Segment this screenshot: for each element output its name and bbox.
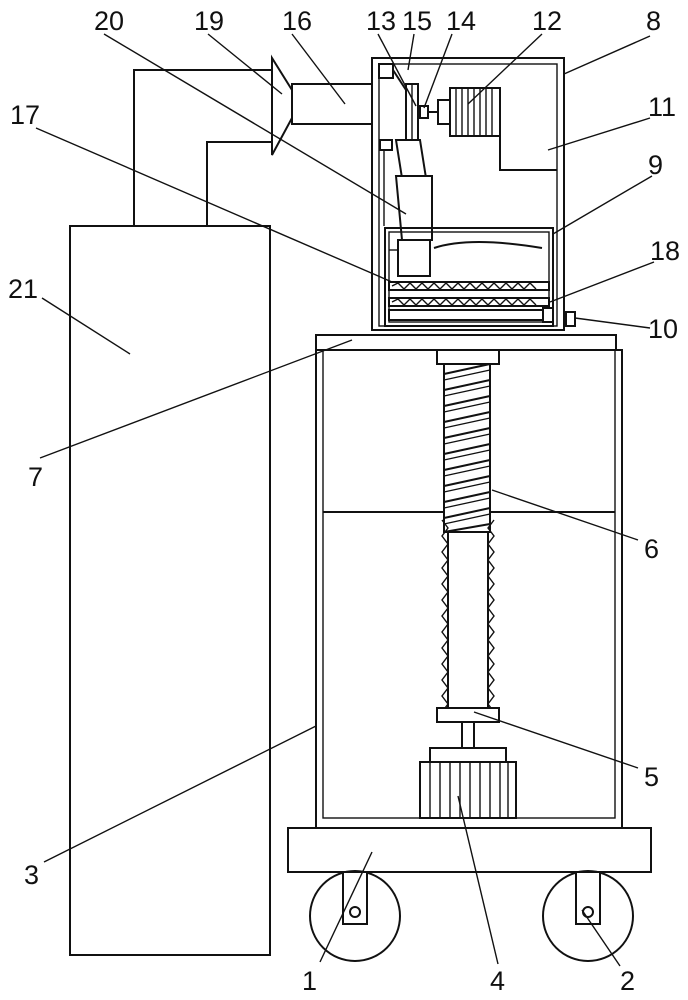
label-14: 14 xyxy=(446,6,476,36)
label-18: 18 xyxy=(650,236,680,266)
leader-lines xyxy=(35,33,655,967)
motor-4 xyxy=(419,747,517,819)
crank-disc-13 xyxy=(405,83,419,141)
coupling-5 xyxy=(436,707,500,723)
motor-12 xyxy=(437,87,501,137)
tank-21 xyxy=(69,225,271,956)
tray-base xyxy=(388,309,550,321)
label-9: 9 xyxy=(648,150,663,180)
label-21: 21 xyxy=(8,274,38,304)
screen-frame-9 xyxy=(384,227,554,327)
wheel-left xyxy=(309,870,401,962)
pipes xyxy=(133,69,272,226)
label-19: 19 xyxy=(194,6,224,36)
linkage-20 xyxy=(394,139,433,277)
label-20: 20 xyxy=(94,6,124,36)
bracket-15 xyxy=(378,63,407,91)
label-7: 7 xyxy=(28,462,43,492)
filter-layer-18 xyxy=(388,297,550,307)
filter-layer-17 xyxy=(388,281,550,291)
label-1: 1 xyxy=(302,966,317,996)
lift-plate-7 xyxy=(315,334,617,351)
label-10: 10 xyxy=(648,314,678,344)
label-16: 16 xyxy=(282,6,312,36)
rail-slider xyxy=(379,139,393,151)
label-11: 11 xyxy=(648,92,676,122)
label-12: 12 xyxy=(532,6,562,36)
tray-latch xyxy=(542,307,554,323)
label-3: 3 xyxy=(24,860,39,890)
label-13: 13 xyxy=(366,6,396,36)
label-8: 8 xyxy=(646,6,661,36)
mount-11 xyxy=(499,136,557,171)
base-1 xyxy=(287,827,652,873)
shaft-collar xyxy=(461,721,475,749)
sleeve-tube xyxy=(441,519,495,721)
label-5: 5 xyxy=(644,762,659,792)
screw-6 xyxy=(436,349,500,533)
label-4: 4 xyxy=(490,966,505,996)
duct-16 xyxy=(291,83,373,125)
label-6: 6 xyxy=(644,534,659,564)
label-15: 15 xyxy=(402,6,432,36)
sensor-10 xyxy=(565,311,576,327)
wheel-2-right xyxy=(542,870,634,962)
callout-labels: 20 19 16 13 15 14 12 8 11 9 17 18 10 21 … xyxy=(8,6,680,996)
label-2: 2 xyxy=(620,966,635,996)
label-17: 17 xyxy=(10,100,40,130)
